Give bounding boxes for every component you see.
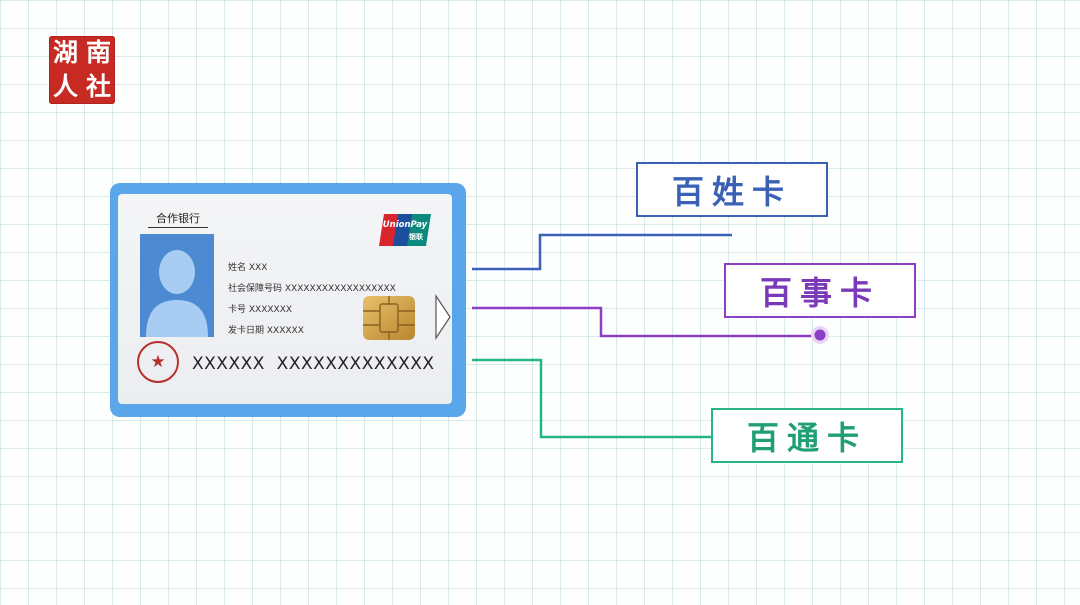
connector-line-baitong (472, 358, 711, 439)
card-face: 合作银行 UnionPay 银联 姓名 XXX 社会保障号码 XXXXXXXXX… (118, 194, 452, 404)
social-security-number: 社会保障号码 XXXXXXXXXXXXXXXXXX (228, 284, 396, 294)
person-silhouette-icon (146, 250, 208, 337)
connector-line-baishi (472, 306, 818, 338)
logo-char: 南 (85, 38, 111, 67)
issue-date: 发卡日期 XXXXXX (228, 326, 304, 336)
holder-name: 姓名 XXX (228, 263, 268, 273)
contactless-arrow-icon (435, 294, 451, 340)
label-baitong-card: 百通卡 (711, 408, 903, 463)
label-baixing-card: 百姓卡 (636, 162, 828, 217)
unionpay-cn-text: 银联 (409, 232, 424, 241)
connector-dot-core (814, 329, 826, 341)
label-baishi-card: 百事卡 (724, 263, 916, 318)
connector-line-baixing (472, 233, 732, 271)
hunan-renshe-logo: 湖 南 人 社 (49, 36, 115, 104)
logo-char: 湖 (52, 38, 78, 67)
unionpay-en-text: UnionPay (383, 220, 428, 230)
holder-photo (140, 234, 214, 337)
card-number-line: 卡号 XXXXXXX (228, 305, 293, 315)
logo-char: 人 (52, 72, 78, 101)
star-icon: ★ (150, 352, 166, 372)
national-emblem-icon: ★ (137, 341, 179, 383)
bank-name: 合作银行 (148, 210, 208, 228)
unionpay-logo-icon: UnionPay 银联 (379, 214, 431, 246)
logo-char: 社 (85, 72, 111, 101)
social-security-card: 合作银行 UnionPay 银联 姓名 XXX 社会保障号码 XXXXXXXXX… (110, 183, 466, 417)
card-number: XXXXXX XXXXXXXXXXXXX (192, 354, 435, 374)
chip-icon (363, 296, 415, 340)
